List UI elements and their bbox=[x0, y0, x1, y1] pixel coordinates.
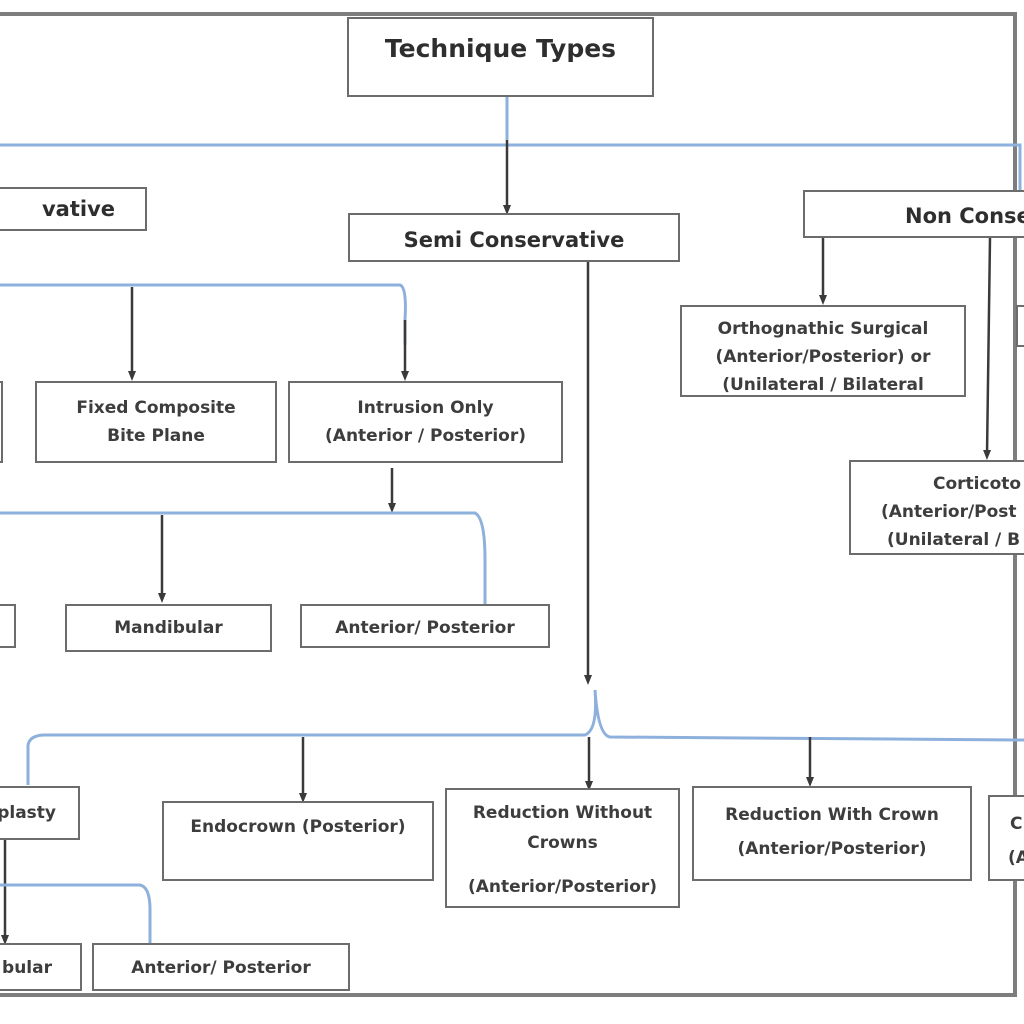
reduction-without-line2: Crowns bbox=[527, 833, 598, 853]
technique-types-box: Technique Types bbox=[347, 17, 654, 97]
cut-box-line2: (A bbox=[1008, 848, 1024, 868]
mandibular-label: Mandibular bbox=[114, 618, 223, 638]
semi-conservative-label: Semi Conservative bbox=[403, 228, 625, 252]
fixed-composite-line2: Bite Plane bbox=[107, 426, 205, 446]
top-blue-connector bbox=[0, 97, 1022, 190]
bottom-blue-connector bbox=[0, 883, 152, 943]
orthognathic-line3: (Unilateral / Bilateral bbox=[722, 375, 924, 395]
onlay-plasty-label: plasty bbox=[0, 803, 56, 823]
onlay-plasty-box: plasty bbox=[0, 786, 80, 840]
semi-blue-connector bbox=[26, 689, 1024, 785]
page-title: Technique Types bbox=[384, 34, 617, 63]
corticotomy-line3: (Unilateral / B bbox=[887, 530, 1021, 550]
orthognathic-line2: (Anterior/Posterior) or bbox=[715, 347, 931, 367]
intrusion-blue-connector bbox=[0, 511, 487, 605]
right-cut-box-bottom: C (A bbox=[988, 795, 1024, 881]
endocrown-box: Endocrown (Posterior) bbox=[162, 801, 434, 881]
reduction-without-line1: Reduction Without bbox=[472, 803, 653, 823]
arrow-to-corticotomy bbox=[983, 237, 992, 460]
anterior-posterior-bottom-label: Anterior/ Posterior bbox=[131, 958, 311, 978]
anterior-posterior-box: Anterior/ Posterior bbox=[300, 604, 550, 648]
semi-conservative-box: Semi Conservative bbox=[348, 213, 680, 262]
corticotomy-line1: Corticoto bbox=[933, 474, 1022, 494]
reduction-with-line1: Reduction With Crown bbox=[725, 805, 939, 825]
mandibular-box: Mandibular bbox=[65, 604, 272, 652]
left-cut-box-top bbox=[0, 381, 3, 463]
endocrown-label: Endocrown (Posterior) bbox=[190, 817, 406, 837]
reduction-with-crown-box: Reduction With Crown (Anterior/Posterior… bbox=[692, 786, 972, 881]
reduction-without-crowns-box: Reduction Without Crowns (Anterior/Poste… bbox=[445, 788, 680, 908]
intrusion-only-line2: (Anterior / Posterior) bbox=[325, 426, 526, 446]
orthognathic-line1: Orthognathic Surgical bbox=[717, 319, 929, 339]
conservative-box: vative bbox=[0, 187, 147, 231]
reduction-with-line2: (Anterior/Posterior) bbox=[737, 839, 927, 859]
orthognathic-surgical-box: Orthognathic Surgical (Anterior/Posterio… bbox=[680, 305, 966, 397]
right-cut-box-top bbox=[1016, 305, 1024, 347]
conservative-label: vative bbox=[41, 197, 116, 221]
corticotomy-box: Corticoto (Anterior/Post (Unilateral / B bbox=[849, 460, 1024, 555]
intrusion-only-box: Intrusion Only (Anterior / Posterior) bbox=[288, 381, 563, 463]
non-conservative-box: Non Conse bbox=[803, 190, 1024, 238]
mandibular-bottom-box: bular bbox=[0, 943, 82, 991]
non-conservative-label: Non Conse bbox=[905, 204, 1024, 228]
fixed-composite-line1: Fixed Composite bbox=[76, 398, 236, 418]
anterior-posterior-bottom-box: Anterior/ Posterior bbox=[92, 943, 350, 991]
fixed-composite-box: Fixed Composite Bite Plane bbox=[35, 381, 277, 463]
mandibular-bottom-label: bular bbox=[2, 958, 52, 978]
conservative-blue-connector bbox=[0, 283, 407, 345]
reduction-without-line3: (Anterior/Posterior) bbox=[467, 877, 658, 897]
left-cut-box-mid bbox=[0, 604, 16, 648]
intrusion-only-line1: Intrusion Only bbox=[357, 398, 494, 418]
cut-box-line1: C bbox=[1010, 814, 1023, 834]
corticotomy-line2: (Anterior/Post bbox=[881, 502, 1017, 522]
anterior-posterior-label: Anterior/ Posterior bbox=[335, 618, 515, 638]
